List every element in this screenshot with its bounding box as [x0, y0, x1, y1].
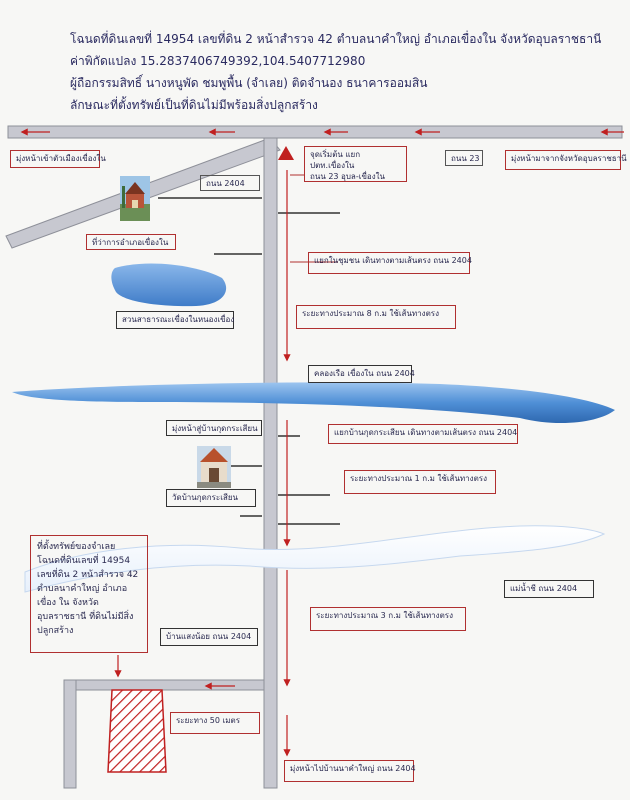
label-distance-8km: ระยะทางประมาณ 8 ก.ม ใช้เส้นทางตรง: [296, 305, 456, 329]
label-district-office: ที่ว่าการอำเภอเขื่องใน: [86, 234, 176, 250]
label-chi-river: แม่น้ำชี ถนน 2404: [504, 580, 594, 598]
header-line-property-type: ลักษณะที่ตั้งทรัพย์เป็นที่ดินไม่มีพร้อมส…: [70, 98, 318, 112]
road-2404: [263, 137, 278, 789]
label-canal: คลองเรือ เขื่องใน ถนน 2404: [308, 365, 415, 383]
label-to-ban-na-kham-yai: มุ่งหน้าไปบ้านนาคำใหญ่ ถนน 2404: [284, 760, 416, 782]
temple-photo: [197, 446, 231, 488]
label-ban-saeng-noi: บ้านแสงน้อย ถนน 2404: [160, 628, 258, 646]
header-line-coordinates: ค่าพิกัดแปลง 15.2837406749392,104.540771…: [70, 54, 366, 68]
park-lake: [111, 263, 227, 307]
label-distance-3km: ระยะทางประมาณ 3 ก.ม ใช้เส้นทางตรง: [310, 607, 466, 631]
label-from-ubon: มุ่งหน้ามาจากจังหวัดอุบลราชธานี: [505, 150, 627, 170]
start-point-marker: [278, 146, 294, 160]
label-distance-1km: ระยะทางประมาณ 1 ก.ม ใช้เส้นทางตรง: [344, 470, 496, 494]
label-road-2404-top: ถนน 2404: [200, 175, 260, 191]
label-park: สวนสาธารณะเขื่องในหนองเขื่อง: [116, 311, 234, 329]
label-to-town: มุ่งหน้าเข้าตัวเมืองเขื่องใน: [10, 150, 106, 168]
label-junction-community: แยกในชุมชน เดินทางตามเส้นตรง ถนน 2404: [308, 252, 472, 274]
label-start-point: จุดเริ่มต้น แยก ปตท.เขื่องใน ถนน 23 อุบล…: [304, 146, 407, 182]
header-line-deed: โฉนดที่ดินเลขที่ 14954 เลขที่ดิน 2 หน้าส…: [70, 32, 602, 46]
district-office-photo: [120, 176, 150, 221]
label-temple: วัดบ้านกุดกระเสียน: [166, 489, 256, 507]
label-junction-ban-kut: แยกบ้านกุดกระเสียน เดินทางตามเส้นตรง ถนน…: [328, 424, 518, 444]
district-office-image: [120, 176, 150, 221]
header-line-owner: ผู้ถือกรรมสิทธิ์ นางหนูพัด ชมพูพื้น (จำเ…: [70, 76, 428, 90]
plot-access-road-vertical: [63, 679, 77, 789]
temple-image: [197, 446, 231, 488]
label-to-ban-kut: มุ่งหน้าสู่บ้านกุดกระเสียน: [166, 420, 262, 436]
label-road-23: ถนน 23: [445, 150, 483, 166]
highway-23: [7, 125, 623, 139]
owner-property-box: ที่ตั้งทรัพย์ของจำเลย โฉนดที่ดินเลขที่ 1…: [30, 535, 148, 653]
label-distance-50m: ระยะทาง 50 เมตร: [170, 712, 260, 734]
plot-access-road: [63, 679, 265, 691]
chi-river: [24, 525, 606, 593]
property-plot: [107, 689, 167, 773]
canal-water: [12, 382, 615, 424]
